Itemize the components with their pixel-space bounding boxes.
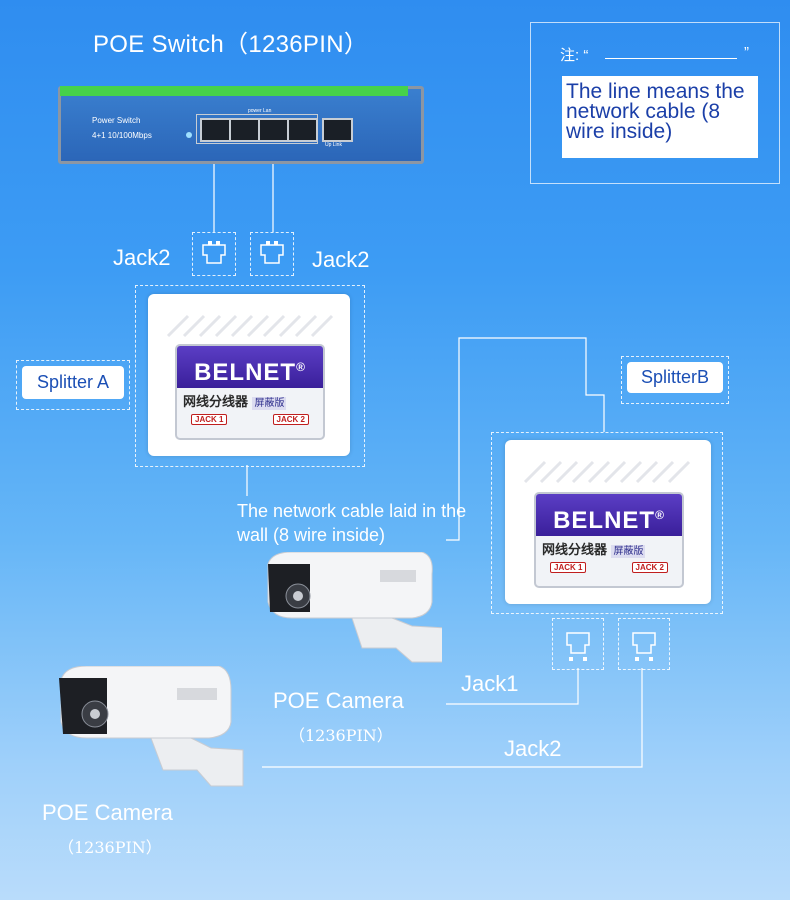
- camera-2-jack-label: Jack2: [504, 736, 562, 761]
- registered-mark: ®: [296, 360, 306, 374]
- splitter-b-label-box: SplitterB: [621, 356, 729, 404]
- legend-suffix: ”: [744, 44, 749, 61]
- camera-icon: [55, 665, 245, 806]
- registered-mark: ®: [655, 508, 665, 522]
- splitter-b-badge: BELNET® 网线分线器 屏蔽版 JACK 1 JACK 2: [534, 492, 684, 588]
- jack1-tag: JACK 1: [191, 414, 228, 425]
- brand-name: BELNET: [553, 507, 656, 534]
- ethernet-jack-icon: [552, 618, 604, 670]
- legend-text: The line means the network cable (8 wire…: [566, 80, 745, 143]
- shielded-tag: 屏蔽版: [252, 397, 287, 410]
- jack1-tag: JACK 1: [550, 562, 587, 573]
- ethernet-jack-icon: [618, 618, 670, 670]
- camera-1-label: POE Camera: [273, 688, 404, 713]
- switch-top-stripe: [60, 86, 408, 96]
- switch-device-name: Power Switch: [92, 116, 141, 125]
- power-led-icon: [186, 132, 192, 138]
- switch-device-speed: 4+1 10/100Mbps: [92, 131, 152, 140]
- ethernet-jack-icon: [192, 232, 236, 276]
- legend-line-sample: [605, 58, 737, 59]
- wall-cable-note: The network cable laid in the wall (8 wi…: [237, 501, 467, 545]
- line-jack1-camera: [446, 668, 579, 705]
- jack2-tag: JACK 2: [631, 562, 668, 573]
- splitter-a-frame: [135, 285, 365, 467]
- jack2-tag: JACK 2: [272, 414, 309, 425]
- ethernet-jack-icon: [250, 232, 294, 276]
- vent-slots-icon: [166, 314, 334, 338]
- switch-port-1: [200, 118, 231, 142]
- shielded-tag: 屏蔽版: [611, 545, 646, 558]
- brand-name: BELNET: [194, 359, 297, 386]
- uplink-label: Up Link: [325, 142, 342, 148]
- jack-label-right: Jack2: [312, 247, 370, 272]
- camera-icon: [262, 551, 447, 663]
- legend-prefix: 注: “: [560, 47, 589, 64]
- legend-text-box: [562, 76, 758, 158]
- camera-1-jack-label: Jack1: [461, 671, 519, 696]
- switch-title: POE Switch（1236PIN）: [93, 31, 369, 58]
- chinese-product-name: 网线分线器: [183, 394, 249, 409]
- chinese-product-name: 网线分线器: [542, 542, 608, 557]
- camera-2-label: POE Camera: [42, 800, 173, 825]
- splitter-a-badge: BELNET® 网线分线器 屏蔽版 JACK 1 JACK 2: [175, 344, 325, 440]
- splitter-b-device: BELNET® 网线分线器 屏蔽版 JACK 1 JACK 2: [505, 440, 711, 604]
- switch-port-4: [287, 118, 318, 142]
- line-jack2-camera: [262, 668, 643, 768]
- splitter-b-frame: [491, 432, 723, 614]
- splitter-a-label: Splitter A: [22, 366, 124, 399]
- switch-uplink-port: [322, 118, 353, 142]
- vent-slots-icon: [523, 460, 691, 484]
- camera-2-pin: （1236PIN）: [58, 838, 162, 857]
- splitter-a-device: BELNET® 网线分线器 屏蔽版 JACK 1 JACK 2: [148, 294, 350, 456]
- switch-port-2: [229, 118, 260, 142]
- splitter-b-label: SplitterB: [627, 362, 723, 393]
- legend-box: [530, 22, 780, 184]
- camera-1-pin: （1236PIN）: [289, 726, 393, 745]
- switch-port-3: [258, 118, 289, 142]
- line-wall-cable: [446, 337, 605, 541]
- port-group-label: power Lan: [248, 108, 272, 114]
- jack-label-left: Jack2: [113, 245, 171, 270]
- splitter-a-label-box: Splitter A: [16, 360, 130, 410]
